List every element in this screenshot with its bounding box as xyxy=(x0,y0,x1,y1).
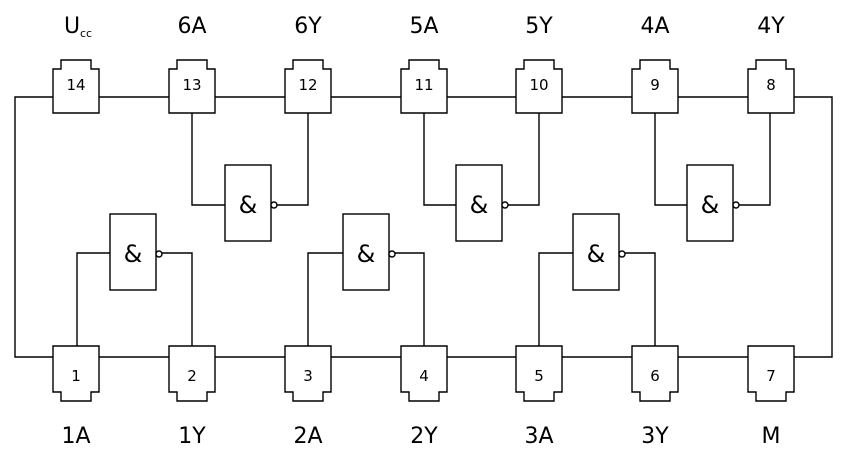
pin-package-outline xyxy=(400,345,448,402)
pin-1: 1 1A xyxy=(52,345,100,449)
pin-10: 10 5Y xyxy=(515,14,563,114)
pin-package-outline xyxy=(747,59,795,114)
inversion-bubble xyxy=(732,201,740,209)
pin-4: 4 2Y xyxy=(400,345,448,449)
nand-gate: & xyxy=(224,164,278,242)
pin-name: 6Y xyxy=(294,14,322,39)
pin-number: 8 xyxy=(766,76,776,94)
pin-name: 2Y xyxy=(410,424,438,449)
pin-8: 8 4Y xyxy=(747,14,795,114)
pin-7: 7M xyxy=(747,345,795,449)
gate-symbol: & xyxy=(701,191,720,219)
pin-number: 14 xyxy=(66,76,85,94)
pin-number: 11 xyxy=(414,76,433,94)
inversion-bubble xyxy=(501,201,509,209)
pin-package-outline xyxy=(631,59,679,114)
pin-name: 6A xyxy=(177,14,206,39)
nand-gate: & xyxy=(109,213,163,291)
gate-symbol: & xyxy=(587,240,606,268)
pin-package-outline xyxy=(631,345,679,402)
pin-name: 5A xyxy=(409,14,438,39)
pin-package-outline xyxy=(400,59,448,114)
pin-name: 1Y xyxy=(178,424,206,449)
pin-package-outline xyxy=(284,59,332,114)
pin-name: 3A xyxy=(524,424,553,449)
inversion-bubble xyxy=(270,201,278,209)
pin-name: 4A xyxy=(640,14,669,39)
gate-body xyxy=(342,213,390,291)
gate-body xyxy=(572,213,620,291)
pin-9: 9 4A xyxy=(631,14,679,114)
pin-number: 9 xyxy=(650,76,660,94)
pin-3: 3 2A xyxy=(284,345,332,449)
pin-package-outline xyxy=(515,345,563,402)
pin-number: 3 xyxy=(303,367,313,385)
nand-gate: & xyxy=(342,213,396,291)
pin-number: 1 xyxy=(71,367,81,385)
nand-gate: & xyxy=(686,164,740,242)
gate-symbol: & xyxy=(357,240,376,268)
gate-body xyxy=(455,164,503,242)
pin-name: M xyxy=(762,424,781,449)
pin-name: U xyxy=(64,14,80,39)
inversion-bubble xyxy=(388,250,396,258)
pin-package-outline xyxy=(168,59,216,114)
gate-symbol: & xyxy=(124,240,143,268)
gate-wires xyxy=(76,113,771,346)
pin-6: 6 3Y xyxy=(631,345,679,449)
pin-name: 3Y xyxy=(641,424,669,449)
nand-gate: & xyxy=(455,164,509,242)
gate-symbol: & xyxy=(470,191,489,219)
pin-number: 2 xyxy=(187,367,197,385)
pin-name: 4Y xyxy=(757,14,785,39)
pin-package-outline xyxy=(52,59,100,114)
pin-package-outline xyxy=(168,345,216,402)
pin-number: 4 xyxy=(419,367,429,385)
pin-package-outline xyxy=(284,345,332,402)
pin-package-outline xyxy=(747,345,795,402)
pin-package-outline xyxy=(515,59,563,114)
gate-symbol: & xyxy=(239,191,258,219)
pin-number: 7 xyxy=(766,367,776,385)
inversion-bubble xyxy=(618,250,626,258)
gate-body xyxy=(224,164,272,242)
pin-13: 13 6A xyxy=(168,14,216,114)
pin-number: 12 xyxy=(298,76,317,94)
pin-5: 5 3A xyxy=(515,345,563,449)
pin-name-subscript: cc xyxy=(80,27,92,40)
pin-number: 5 xyxy=(534,367,544,385)
outline-wires xyxy=(14,96,833,358)
pin-number: 10 xyxy=(529,76,548,94)
pin-12: 12 6Y xyxy=(284,14,332,114)
gate-body xyxy=(109,213,157,291)
pin-name: 1A xyxy=(61,424,90,449)
pin-11: 11 5A xyxy=(400,14,448,114)
inversion-bubble xyxy=(155,250,163,258)
pin-package-outline xyxy=(52,345,100,402)
nand-gates: & & & & & & xyxy=(109,164,740,291)
pin-name: 2A xyxy=(293,424,322,449)
pin-name: 5Y xyxy=(525,14,553,39)
pin-2: 2 1Y xyxy=(168,345,216,449)
nand-gate: & xyxy=(572,213,626,291)
pin-number: 13 xyxy=(182,76,201,94)
gate-body xyxy=(686,164,734,242)
pin-number: 6 xyxy=(650,367,660,385)
